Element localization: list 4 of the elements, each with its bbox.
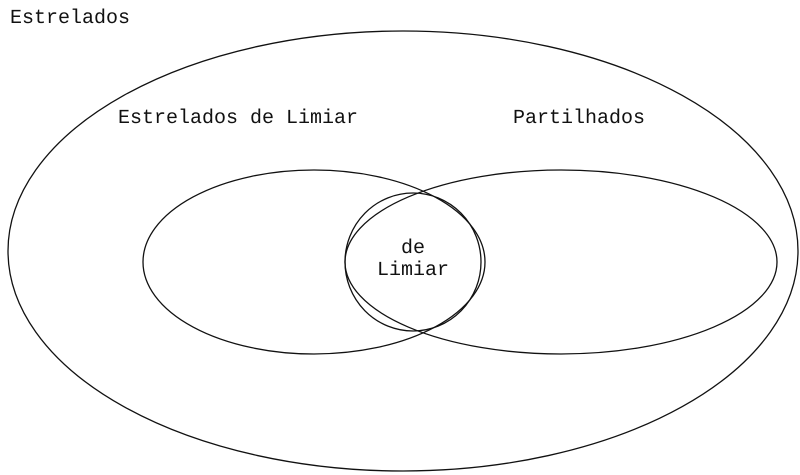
set-label: Estrelados de Limiar	[118, 108, 358, 130]
set-label: Partilhados	[513, 108, 646, 130]
set-label: Estrelados	[10, 8, 130, 30]
set-label: de Limiar	[376, 238, 450, 282]
